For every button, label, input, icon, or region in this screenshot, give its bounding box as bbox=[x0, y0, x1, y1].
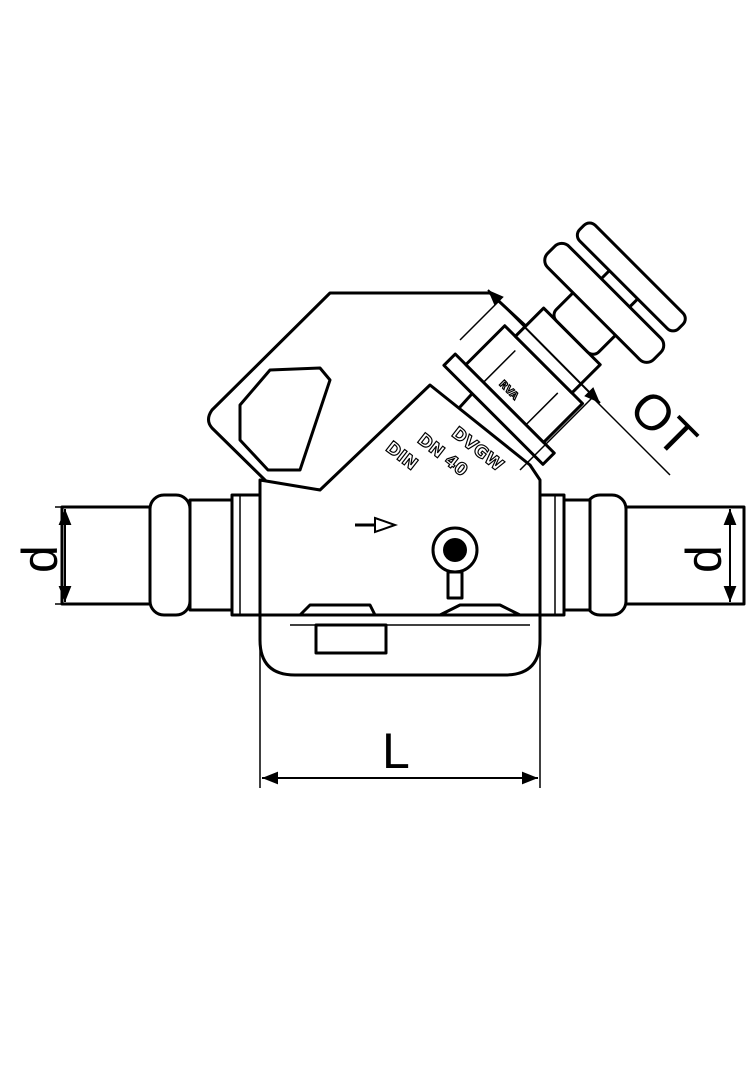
label-l: L bbox=[382, 723, 410, 779]
valve-body bbox=[258, 383, 542, 677]
label-d-left: d bbox=[12, 545, 68, 573]
label-ot: OT bbox=[619, 379, 708, 468]
label-d-right: d bbox=[676, 545, 732, 573]
dimension-l: L bbox=[259, 640, 541, 788]
left-press-fitting bbox=[60, 493, 262, 617]
right-press-fitting bbox=[538, 493, 746, 617]
angled-guard bbox=[207, 291, 532, 492]
dimension-d-left: d bbox=[12, 506, 150, 605]
dimension-d-right: d bbox=[630, 506, 745, 605]
